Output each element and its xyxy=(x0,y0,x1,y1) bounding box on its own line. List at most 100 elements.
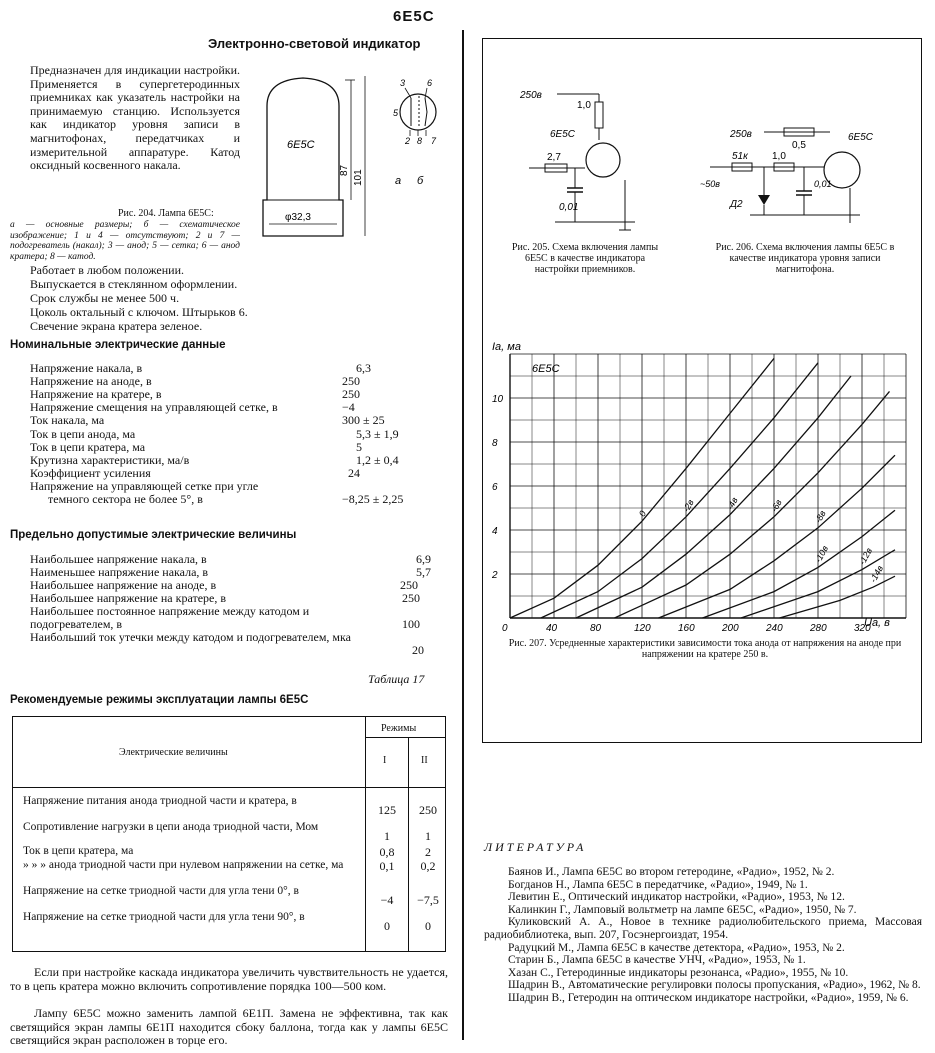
x-tick-label: 200 xyxy=(721,623,739,634)
x-tick-label: 80 xyxy=(590,623,602,634)
literature-item: Левитин Е., Оптический индикатор настрой… xyxy=(508,891,845,904)
table17-label: Таблица 17 xyxy=(368,672,425,686)
limit-value: 250 xyxy=(400,578,418,592)
nominal-value: 1,2 ± 0,4 xyxy=(356,452,399,467)
y-tick-label: 2 xyxy=(491,570,498,581)
fig206-r2: 51к xyxy=(732,151,749,162)
nominal-heading: Номинальные электрические данные xyxy=(10,339,226,351)
literature-item: Радуцкий М., Лампа 6Е5С в качестве детек… xyxy=(508,941,845,954)
table17-heading: Рекомендуемые режимы эксплуатации лампы … xyxy=(10,694,309,706)
nominal-value: −4 xyxy=(342,400,355,415)
nominal-value: −8,25 ± 2,25 xyxy=(342,492,404,506)
limit-value: 5,7 xyxy=(416,565,431,579)
column-divider xyxy=(462,30,464,1040)
t17-mode-II-value: 1 xyxy=(425,829,431,843)
note-1: Работает в любом положении. xyxy=(30,263,185,277)
y-tick-label: 6 xyxy=(492,482,498,493)
nominal-label: темного сектора не более 5°, в xyxy=(48,492,203,506)
literature-list: Баянов И., Лампа 6Е5С во втором гетероди… xyxy=(484,866,922,1005)
limit-row: Наименьшее напряжение накала, в 5,7 xyxy=(30,566,440,579)
fig205-r2: 2,7 xyxy=(547,152,561,163)
x-tick-label: 240 xyxy=(765,623,783,634)
literature-item: Старин Б., Лампа 6Е5С в качестве УНЧ, «Р… xyxy=(508,954,806,967)
x-tick-label: 40 xyxy=(546,623,558,634)
figure-frame xyxy=(482,38,922,743)
fig205-c1: 0,01 xyxy=(559,202,578,213)
literature-item: Баянов И., Лампа 6Е5С во втором гетероди… xyxy=(508,866,835,878)
note-2: Выпускается в стеклянном оформлении. xyxy=(30,277,238,291)
series-line xyxy=(740,549,896,619)
t17-mode-II-value: 250 xyxy=(419,803,437,817)
t17-mode-I-value: 1 xyxy=(384,829,390,843)
t17-mode-I-value: 0 xyxy=(384,919,390,933)
dim-diameter: φ32,3 xyxy=(285,212,311,223)
dim-height-101: 101 xyxy=(353,169,364,186)
limit-label: Наибольшее напряжение накала, в xyxy=(30,552,207,566)
body-paragraph-1: Если при настройке каскада индикатора ув… xyxy=(10,965,448,993)
t17-row-label: Напряжение питания анода триодной части … xyxy=(23,795,297,807)
intro-paragraph: Предназначен для индикации настройки. Пр… xyxy=(30,63,240,173)
t17-mode-II-value: 0 xyxy=(425,919,431,933)
limit-value: 100 xyxy=(402,617,420,631)
pin-3: 3 xyxy=(400,78,405,88)
nominal-label: Ток накала, ма xyxy=(30,413,105,428)
series-line xyxy=(540,362,819,619)
nominal-value: 24 xyxy=(348,465,360,480)
y-tick-label: 8 xyxy=(492,438,498,449)
fig206-tube: 6Е5С xyxy=(848,132,874,143)
literature-item: Шадрин В., Автоматические регулировки по… xyxy=(508,979,921,992)
literature-item: Богданов Н., Лампа 6Е5С в передатчике, «… xyxy=(508,878,808,891)
fig204-drawing: 6Е5С φ32,3 87 101 а б 3 6 5 2 8 7 xyxy=(262,76,437,237)
x-tick-label: 0 xyxy=(502,623,508,634)
series-line xyxy=(575,375,852,619)
notes-block: Работает в любом положении. Выпускается … xyxy=(30,263,430,333)
body-paragraph-2: Лампу 6Е5С можно заменить лампой 6Е1П. З… xyxy=(10,1006,448,1047)
fig206-schematic: 250в 0,5 6Е5С 51к 1,0 ~50в Д2 0,01 xyxy=(700,127,874,223)
t17-mode-I-value: 125 xyxy=(378,803,396,817)
series-line xyxy=(614,390,890,619)
t17-row-label: Сопротивление нагрузки в цепи анода трио… xyxy=(23,821,319,833)
nominal-row: Напряжение смещения на управляющей сетке… xyxy=(30,401,440,414)
nominal-value: 250 xyxy=(342,374,360,389)
limit-label: Наименьшее напряжение накала, в xyxy=(30,565,209,579)
fig205-tube: 6Е5С xyxy=(550,129,576,140)
x-tick-label: 320 xyxy=(854,623,871,634)
col-quantity: Электрические величины xyxy=(119,747,228,758)
x-tick-label: 160 xyxy=(678,623,695,634)
page-title: Электронно-световой индикатор xyxy=(208,36,421,51)
series-label: -2в xyxy=(681,498,696,514)
nominal-label: Ток в цепи кратера, ма xyxy=(30,439,146,454)
fig204-caption-title: Рис. 204. Лампа 6Е5С: xyxy=(118,208,214,219)
nominal-value: 300 ± 25 xyxy=(342,413,385,428)
note-4: Цоколь октальный с ключом. Штырьков 6. xyxy=(30,305,248,319)
y-tick-label: 10 xyxy=(492,394,504,405)
nominal-value: 6,3 xyxy=(356,361,371,375)
nominal-label: Ток в цепи анода, ма xyxy=(30,426,136,441)
nominal-label: Напряжение на кратере, в xyxy=(30,387,162,402)
tube-label: 6Е5С xyxy=(287,139,315,151)
t17-row-label: Напряжение на сетке триодной части для у… xyxy=(23,885,299,897)
limit-value: 6,9 xyxy=(416,552,431,566)
t17-row-label: » » » анода триодной части при нулевом н… xyxy=(23,859,344,871)
fig206-diode: Д2 xyxy=(729,199,743,210)
table17: Электрические величины Режимы I II Напря… xyxy=(12,716,446,952)
limit-row: Наибольший ток утечки между катодом и по… xyxy=(30,631,440,657)
series-label: -8в xyxy=(813,509,828,525)
pin-7: 7 xyxy=(431,136,437,146)
t17-mode-I-value: −4 xyxy=(380,893,394,907)
col-mode-I: I xyxy=(383,755,387,766)
nominal-label: Напряжение на управляющей сетке при угле xyxy=(30,478,259,493)
series-label: -6в xyxy=(769,498,784,514)
dim-height-87: 87 xyxy=(339,164,350,176)
pin-8: 8 xyxy=(417,136,422,146)
chart-title: 6Е5С xyxy=(532,363,560,375)
nominal-label: Напряжение на аноде, в xyxy=(30,374,152,389)
t17-mode-II-value: −7,5 xyxy=(417,893,439,907)
tube-outline xyxy=(262,77,344,237)
